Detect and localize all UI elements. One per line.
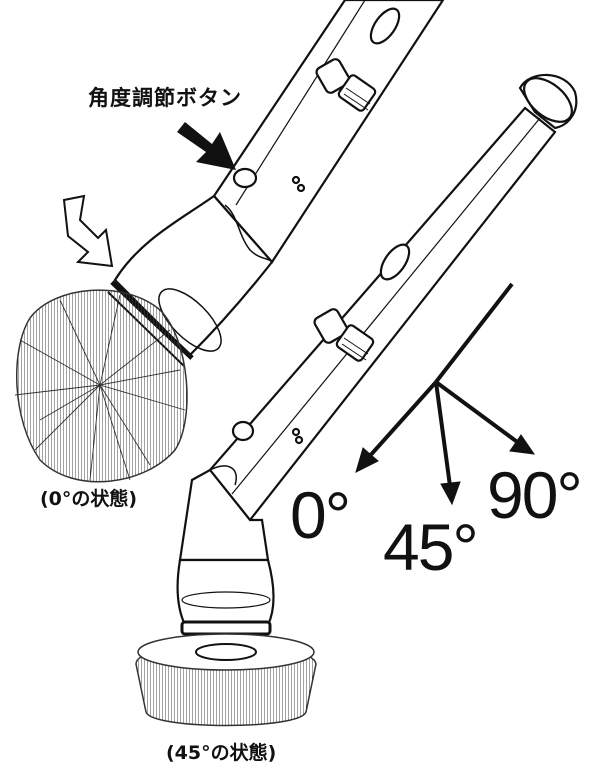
upper-shaft	[212, 0, 445, 264]
upper-angle-button	[232, 167, 258, 189]
angle-label-90: 90°	[487, 458, 583, 532]
angle-label-0: 0°	[290, 478, 351, 552]
upper-adjust-knob	[315, 58, 377, 112]
hollow-zigzag-arrow	[62, 194, 114, 268]
arrow-0deg-head	[355, 447, 379, 473]
arrow-90deg-head	[509, 434, 536, 455]
arrow-45deg	[434, 381, 452, 487]
lower-disc-brush	[135, 633, 317, 727]
angle-label-45: 45°	[383, 510, 479, 584]
angle-indicator	[355, 282, 536, 506]
arrow-90deg	[434, 380, 522, 446]
caption-45deg-state: (45°の状態)	[166, 742, 277, 764]
upper-round-brush	[14, 289, 188, 483]
button-pointer-arrow	[177, 122, 236, 170]
lower-tool-45deg	[176, 73, 578, 656]
arrow-0deg	[366, 380, 438, 460]
angle-button-label: 角度調節ボタン	[88, 86, 242, 110]
arrow-45deg-head	[440, 481, 461, 506]
angle-reference-line	[434, 282, 514, 384]
lower-adjust-knob	[313, 308, 375, 362]
lower-angle-button	[231, 420, 255, 442]
caption-0deg-state: (0°の状態)	[40, 488, 138, 510]
